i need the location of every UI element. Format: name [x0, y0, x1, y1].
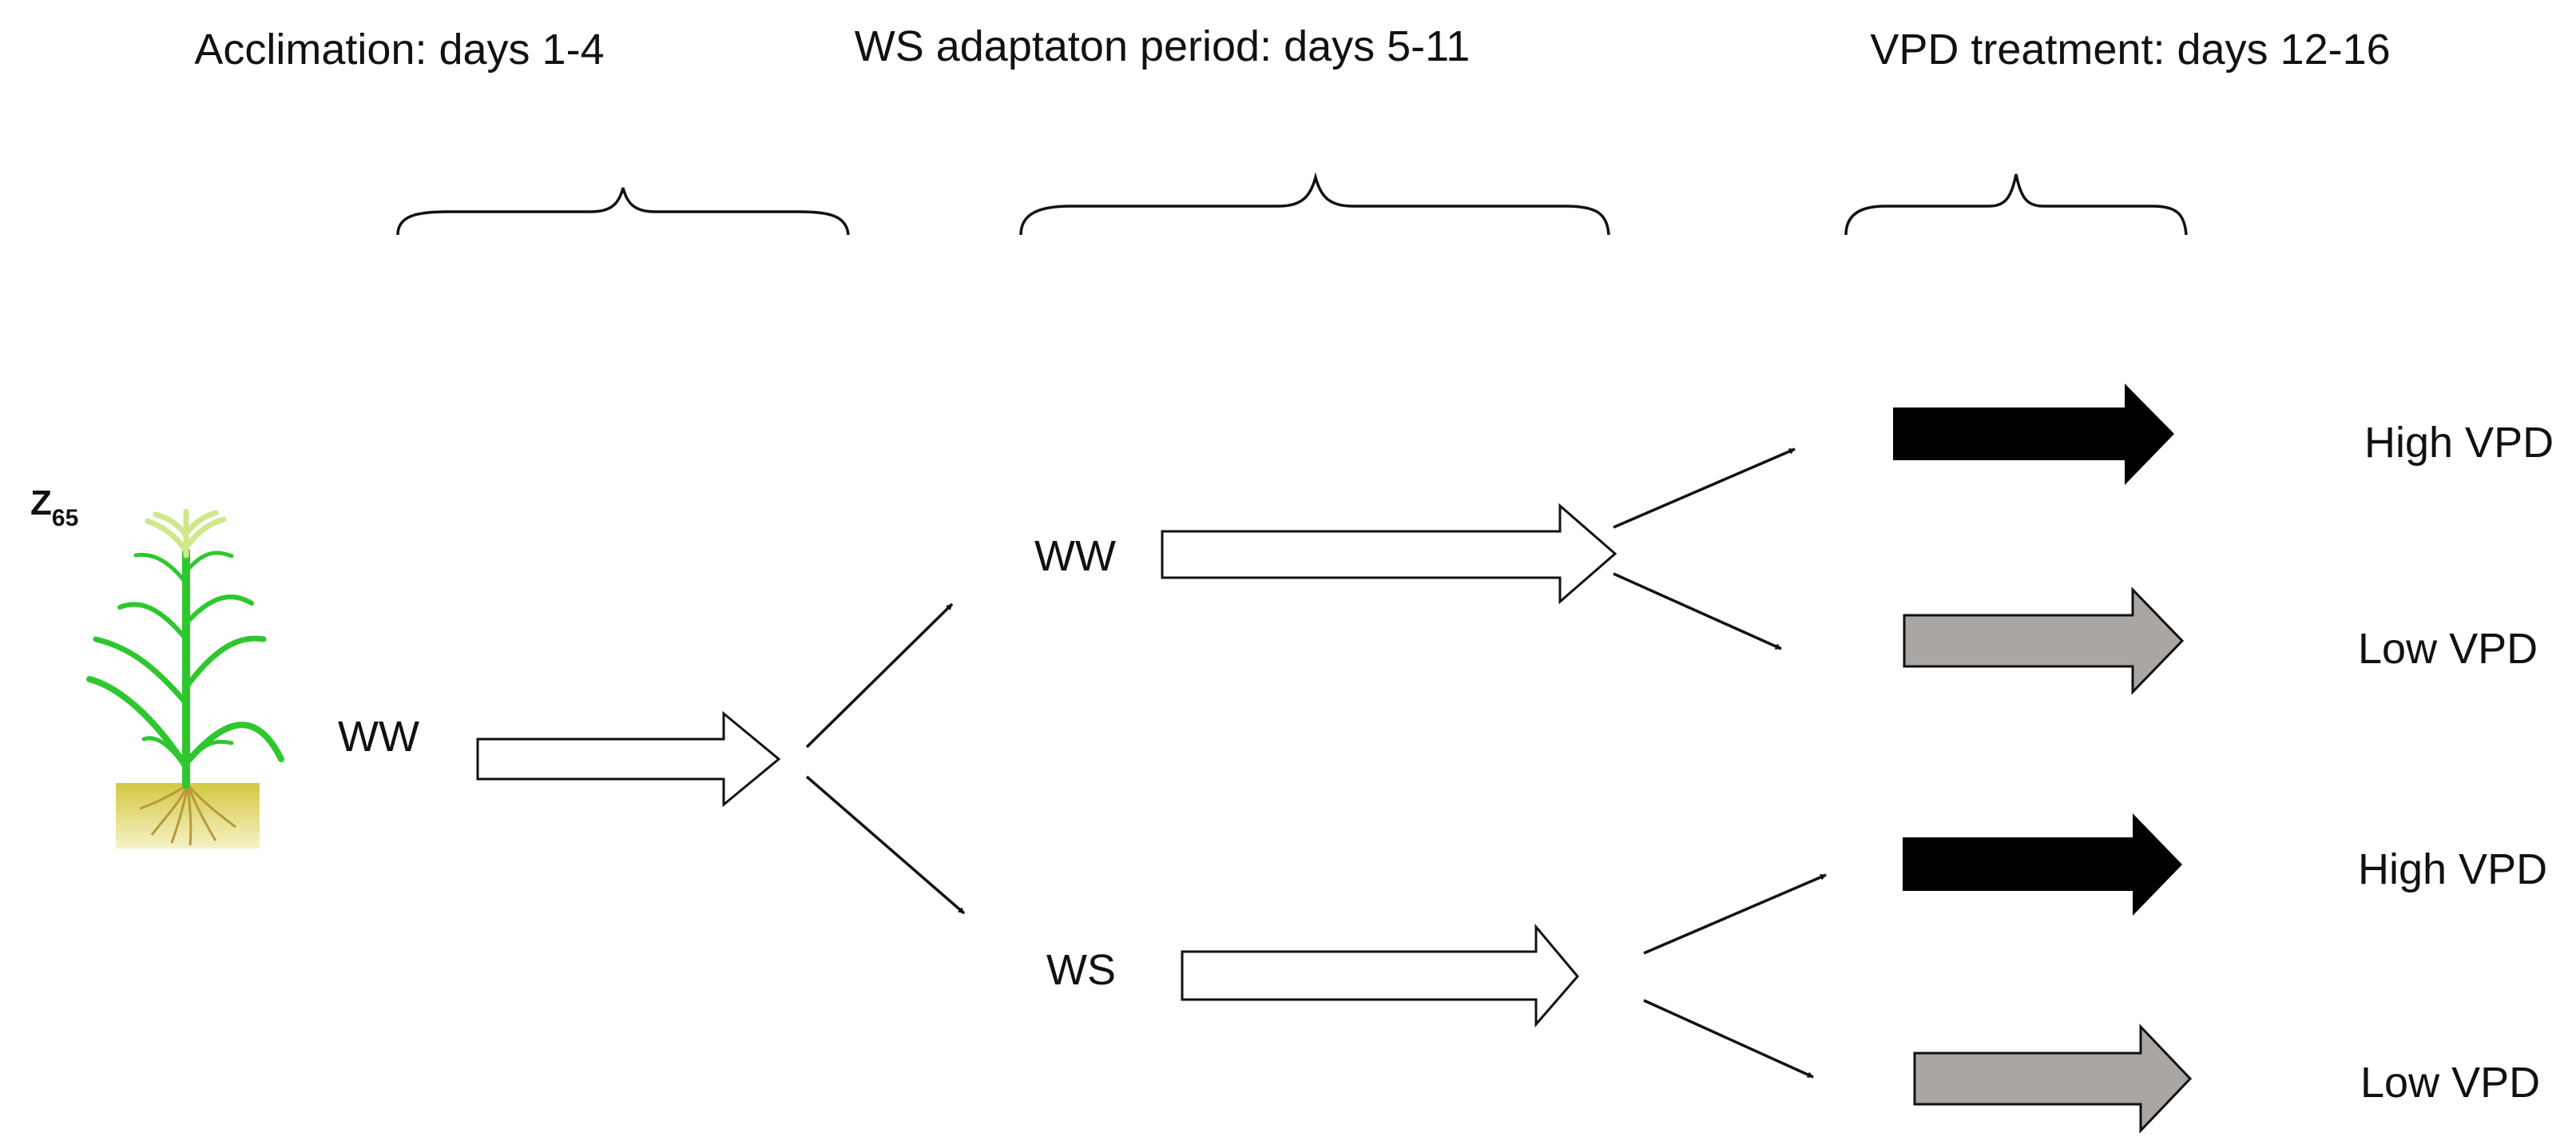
node-start-ww: WW [338, 713, 419, 761]
branch-arrow-ws-high [1643, 873, 1827, 955]
brace-acclimation [396, 187, 850, 236]
growth-stage-letter: Z [30, 483, 52, 523]
low-vpd-arrow-ww [1903, 586, 2185, 695]
node-ww: WW [1034, 532, 1116, 580]
plant-stem-and-leaves [86, 547, 284, 789]
growth-stage-subscript: 65 [52, 505, 78, 531]
branch-arrow-to-ww [805, 602, 954, 749]
phase-treatment-label: VPD treatment: days 12-16 [1870, 26, 2390, 74]
outcome-ww-high-vpd: High VPD [2364, 419, 2554, 467]
outcome-ws-high-vpd: High VPD [2358, 845, 2547, 893]
branch-arrow-ws-low [1643, 999, 1814, 1079]
open-arrow-ws [1181, 923, 1579, 1028]
growth-stage-label: Z65 [30, 483, 78, 531]
branch-arrow-to-ws [805, 775, 966, 915]
low-vpd-arrow-ws [1913, 1024, 2193, 1134]
branch-arrow-ww-high [1613, 447, 1796, 529]
phase-adaptation-label: WS adaptaton period: days 5-11 [855, 22, 1470, 70]
high-vpd-arrow-ww [1893, 384, 2174, 485]
node-ws: WS [1046, 946, 1116, 994]
open-arrow-ww [1161, 503, 1617, 605]
brace-treatment [1844, 173, 2188, 236]
maize-plant-icon [86, 508, 284, 849]
open-arrow-acclimation [476, 710, 781, 808]
outcome-ww-low-vpd: Low VPD [2358, 625, 2538, 673]
brace-adaptation [1019, 172, 1610, 236]
roots [139, 783, 236, 846]
branch-arrow-ww-low [1613, 572, 1782, 650]
high-vpd-arrow-ws [1903, 813, 2182, 916]
outcome-ws-low-vpd: Low VPD [2360, 1059, 2540, 1107]
plant-tassel [145, 508, 227, 559]
phase-acclimation-label: Acclimation: days 1-4 [194, 26, 604, 74]
